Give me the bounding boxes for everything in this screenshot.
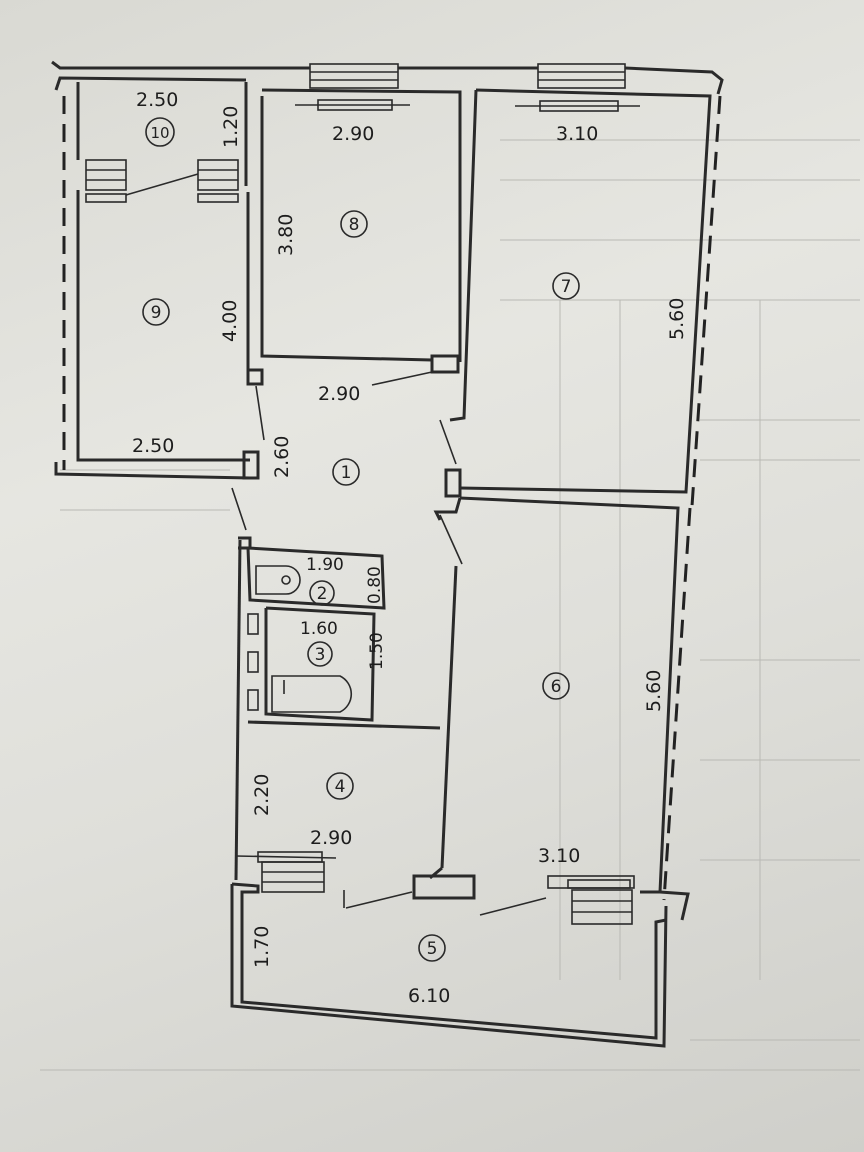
room-9-outline [54,96,260,480]
room-6-outline [412,496,692,925]
window-top-room8 [295,63,410,111]
room-2-label: 2 [309,580,335,606]
dim-r9-depth: 4.00 [219,300,241,342]
room-1-label: 1 [332,458,360,486]
dim-r4-depth: 2.20 [251,774,273,816]
window-room6 [479,875,635,925]
dim-r3-depth: 1.50 [367,632,387,670]
dim-r9-width: 2.50 [132,435,174,457]
room-10-outline [76,82,248,203]
window-top-room7 [515,63,640,112]
room-8-outline [246,88,462,386]
dim-r5-depth: 1.70 [251,926,273,968]
dim-r10-depth: 1.20 [220,106,242,148]
exterior-wall-top [51,60,724,112]
dimension-labels: 2.50 1.20 2.90 3.80 3.10 5.60 4.00 2.50 … [132,89,688,1007]
svg-text:3: 3 [315,645,326,665]
room-5-outline [230,882,668,1048]
room-3-outline [247,606,376,722]
dim-r7-depth: 5.60 [666,298,688,340]
svg-text:1: 1 [341,463,352,483]
room-4-outline [234,539,443,909]
dim-r6-depth: 5.60 [643,670,665,712]
room-4-label: 4 [326,772,354,800]
svg-text:6: 6 [551,677,562,697]
dim-r4-width: 2.90 [310,827,352,849]
dim-r8-width: 2.90 [332,123,374,145]
dim-r2-width: 1.90 [306,555,344,575]
room-7-label: 7 [552,272,580,300]
room-8-label: 8 [340,210,368,238]
dim-r5-width: 6.10 [408,985,450,1007]
dim-r1-width: 2.90 [318,383,360,405]
svg-text:8: 8 [349,215,360,235]
room-2-outline [246,546,386,610]
background-table-lines [40,139,860,1071]
room-3-label: 3 [307,641,333,667]
svg-text:9: 9 [151,303,162,323]
room-9-label: 9 [142,298,170,326]
dim-r3-width: 1.60 [300,619,338,639]
room-7-outline [439,88,722,507]
dim-r8-depth: 3.80 [275,214,297,256]
dim-r10-width: 2.50 [136,89,178,111]
room-6-label: 6 [542,672,570,700]
svg-text:4: 4 [335,777,346,797]
window-room4 [235,851,413,909]
dim-r1-depth: 2.60 [271,436,293,478]
svg-text:5: 5 [427,939,438,959]
room-labels: 1 2 3 4 5 6 7 8 [142,117,580,962]
svg-text:2: 2 [317,584,328,604]
svg-text:7: 7 [561,277,572,297]
dim-r7-width: 3.10 [556,123,598,145]
dim-r6-width: 3.10 [538,845,580,867]
dim-r2-depth: 0.80 [365,566,385,604]
room-1-outline [231,385,265,550]
room-10-label: 10 [145,117,175,147]
room-5-label: 5 [418,934,446,962]
svg-text:10: 10 [150,124,169,142]
